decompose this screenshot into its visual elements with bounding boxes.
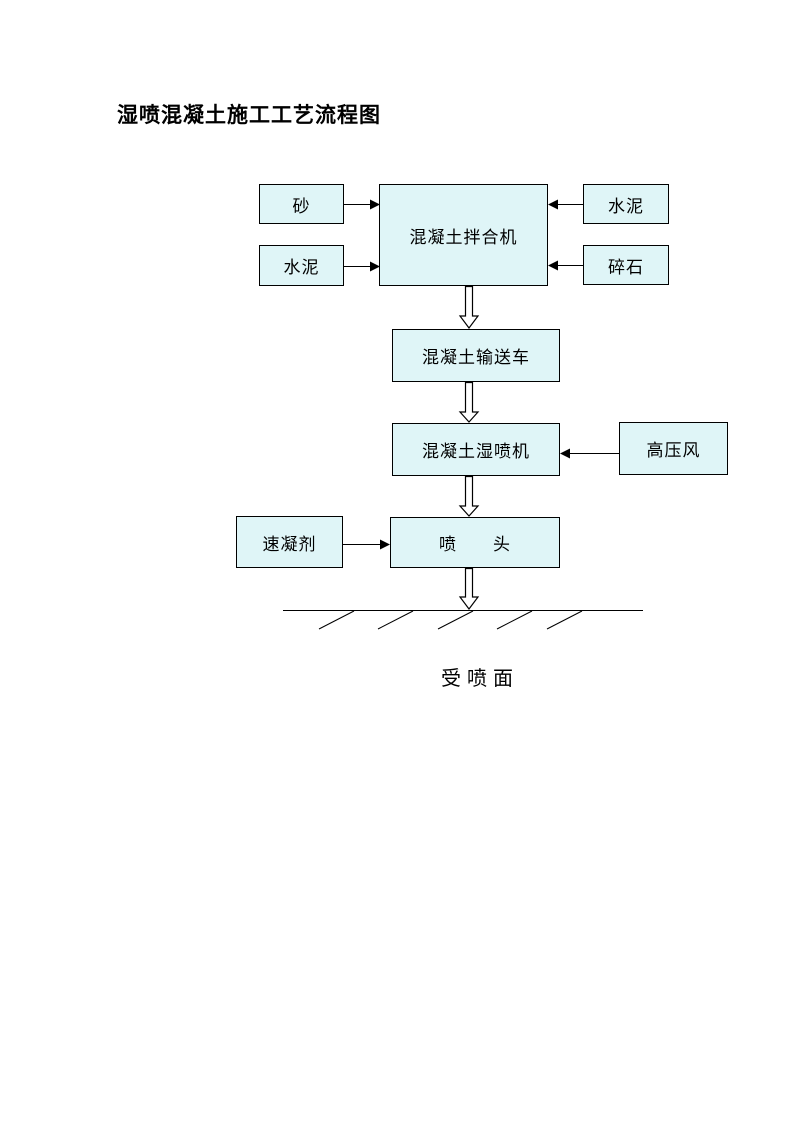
arrow-head bbox=[380, 539, 390, 550]
arrow-accelerator-to-nozzle bbox=[343, 539, 390, 550]
node-wet-sprayer: 混凝土湿喷机 bbox=[392, 423, 560, 476]
arrow-head bbox=[560, 448, 570, 459]
arrow-head bbox=[548, 260, 558, 271]
hollow-arrow-mixer-to-transport bbox=[458, 285, 480, 329]
node-cement-left: 水泥 bbox=[259, 245, 344, 286]
ground-hatching bbox=[318, 610, 583, 630]
arrow-cement-left-to-mixer bbox=[344, 261, 380, 272]
node-cement-right: 水泥 bbox=[583, 184, 669, 224]
sprayed-surface-label: 受喷面 bbox=[441, 668, 519, 690]
hatch-mark bbox=[437, 610, 474, 630]
arrow-head bbox=[370, 199, 380, 210]
page-title: 湿喷混凝土施工工艺流程图 bbox=[117, 104, 381, 127]
hatch-mark bbox=[318, 610, 355, 630]
hollow-arrow-sprayer-to-nozzle bbox=[458, 475, 480, 517]
hollow-arrow-nozzle-to-surface bbox=[458, 567, 480, 610]
node-gravel: 碎石 bbox=[583, 245, 669, 285]
arrow-air-to-wet-sprayer bbox=[560, 448, 619, 459]
node-high-pressure-air: 高压风 bbox=[619, 422, 728, 475]
arrow-head bbox=[548, 199, 558, 210]
node-mixer: 混凝土拌合机 bbox=[379, 184, 548, 286]
hatch-mark bbox=[377, 610, 414, 630]
arrow-head bbox=[370, 261, 380, 272]
hollow-arrow-transport-to-sprayer bbox=[458, 381, 480, 423]
node-sand: 砂 bbox=[259, 184, 344, 224]
arrow-cement-right-to-mixer bbox=[548, 199, 583, 210]
node-transport-truck: 混凝土输送车 bbox=[392, 329, 560, 382]
node-accelerator: 速凝剂 bbox=[236, 516, 343, 568]
hatch-mark bbox=[546, 610, 583, 630]
arrow-gravel-to-mixer bbox=[548, 260, 583, 271]
node-nozzle: 喷 头 bbox=[390, 517, 560, 568]
hatch-mark bbox=[496, 610, 533, 630]
arrow-sand-to-mixer bbox=[344, 199, 380, 210]
